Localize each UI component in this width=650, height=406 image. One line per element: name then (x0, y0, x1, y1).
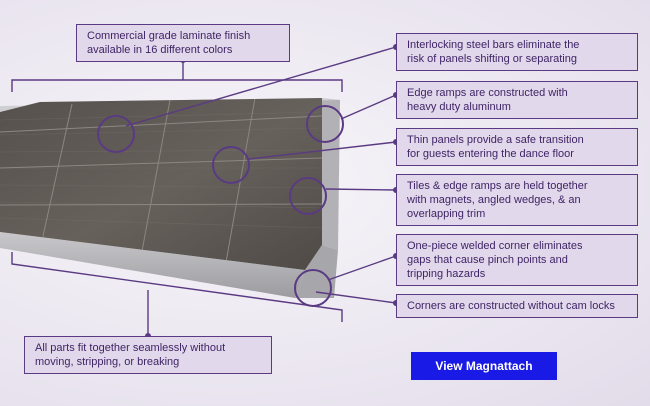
callout-seamless-fit: All parts fit together seamlessly withou… (24, 336, 272, 374)
callout-steel-bars: Interlocking steel bars eliminate the ri… (396, 33, 638, 71)
highlight-circles (97, 105, 344, 307)
callout-thin-panels: Thin panels provide a safe transition fo… (396, 128, 638, 166)
callout-cam-locks: Corners are constructed without cam lock… (396, 294, 638, 318)
callout-laminate-finish: Commercial grade laminate finish availab… (76, 24, 290, 62)
callout-welded-corner: One-piece welded corner eliminates gaps … (396, 234, 638, 286)
connector-lines (11, 46, 397, 336)
view-magnattach-button[interactable]: View Magnattach (411, 352, 557, 380)
callout-tiles-held-together: Tiles & edge ramps are held together wit… (396, 174, 638, 226)
callout-edge-ramps: Edge ramps are constructed with heavy du… (396, 81, 638, 119)
